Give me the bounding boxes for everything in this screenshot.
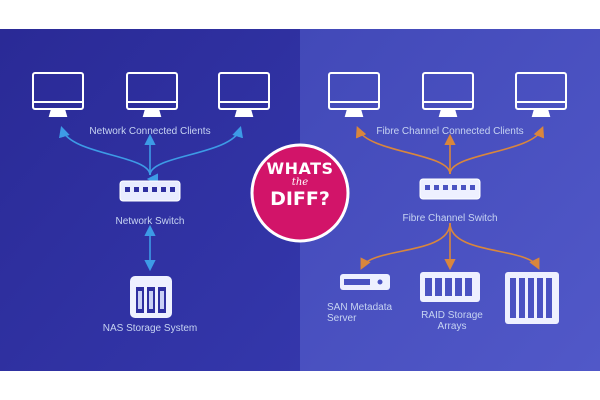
left-monitor-icon-1 xyxy=(32,72,84,117)
diagram-canvas xyxy=(0,29,600,371)
left-monitor-icon-2 xyxy=(126,72,178,117)
left-monitor-icon-3 xyxy=(218,72,270,117)
badge-line-diff: DIFF? xyxy=(270,188,330,210)
right-monitor-icon-2 xyxy=(422,72,474,117)
badge-text: WHATS the DIFF? xyxy=(248,159,352,210)
right-fibre-arrows xyxy=(355,126,545,271)
fibre-channel-switch-icon xyxy=(419,178,481,200)
network-switch-icon xyxy=(119,180,181,202)
nas-storage-icon xyxy=(130,276,172,318)
right-monitor-icon-1 xyxy=(328,72,380,117)
fibre-clients-label: Fibre Channel Connected Clients xyxy=(376,126,524,137)
whats-the-diff-badge xyxy=(250,143,350,243)
raid-storage-array-icon-1 xyxy=(420,272,480,302)
fibre-switch-label: Fibre Channel Switch xyxy=(402,213,498,224)
network-switch-label: Network Switch xyxy=(115,216,185,227)
san-metadata-label: SAN Metadata Server xyxy=(327,302,393,324)
nas-storage-label: NAS Storage System xyxy=(102,323,198,334)
network-clients-label: Network Connected Clients xyxy=(89,126,211,137)
raid-storage-array-icon-2 xyxy=(505,272,559,324)
badge-line-whats: WHATS xyxy=(266,159,334,178)
san-metadata-server-icon xyxy=(340,274,390,290)
left-network-arrows xyxy=(59,125,243,272)
right-monitor-icon-3 xyxy=(515,72,567,117)
raid-storage-label: RAID Storage Arrays xyxy=(421,310,483,332)
badge-line-the: the xyxy=(291,177,309,188)
